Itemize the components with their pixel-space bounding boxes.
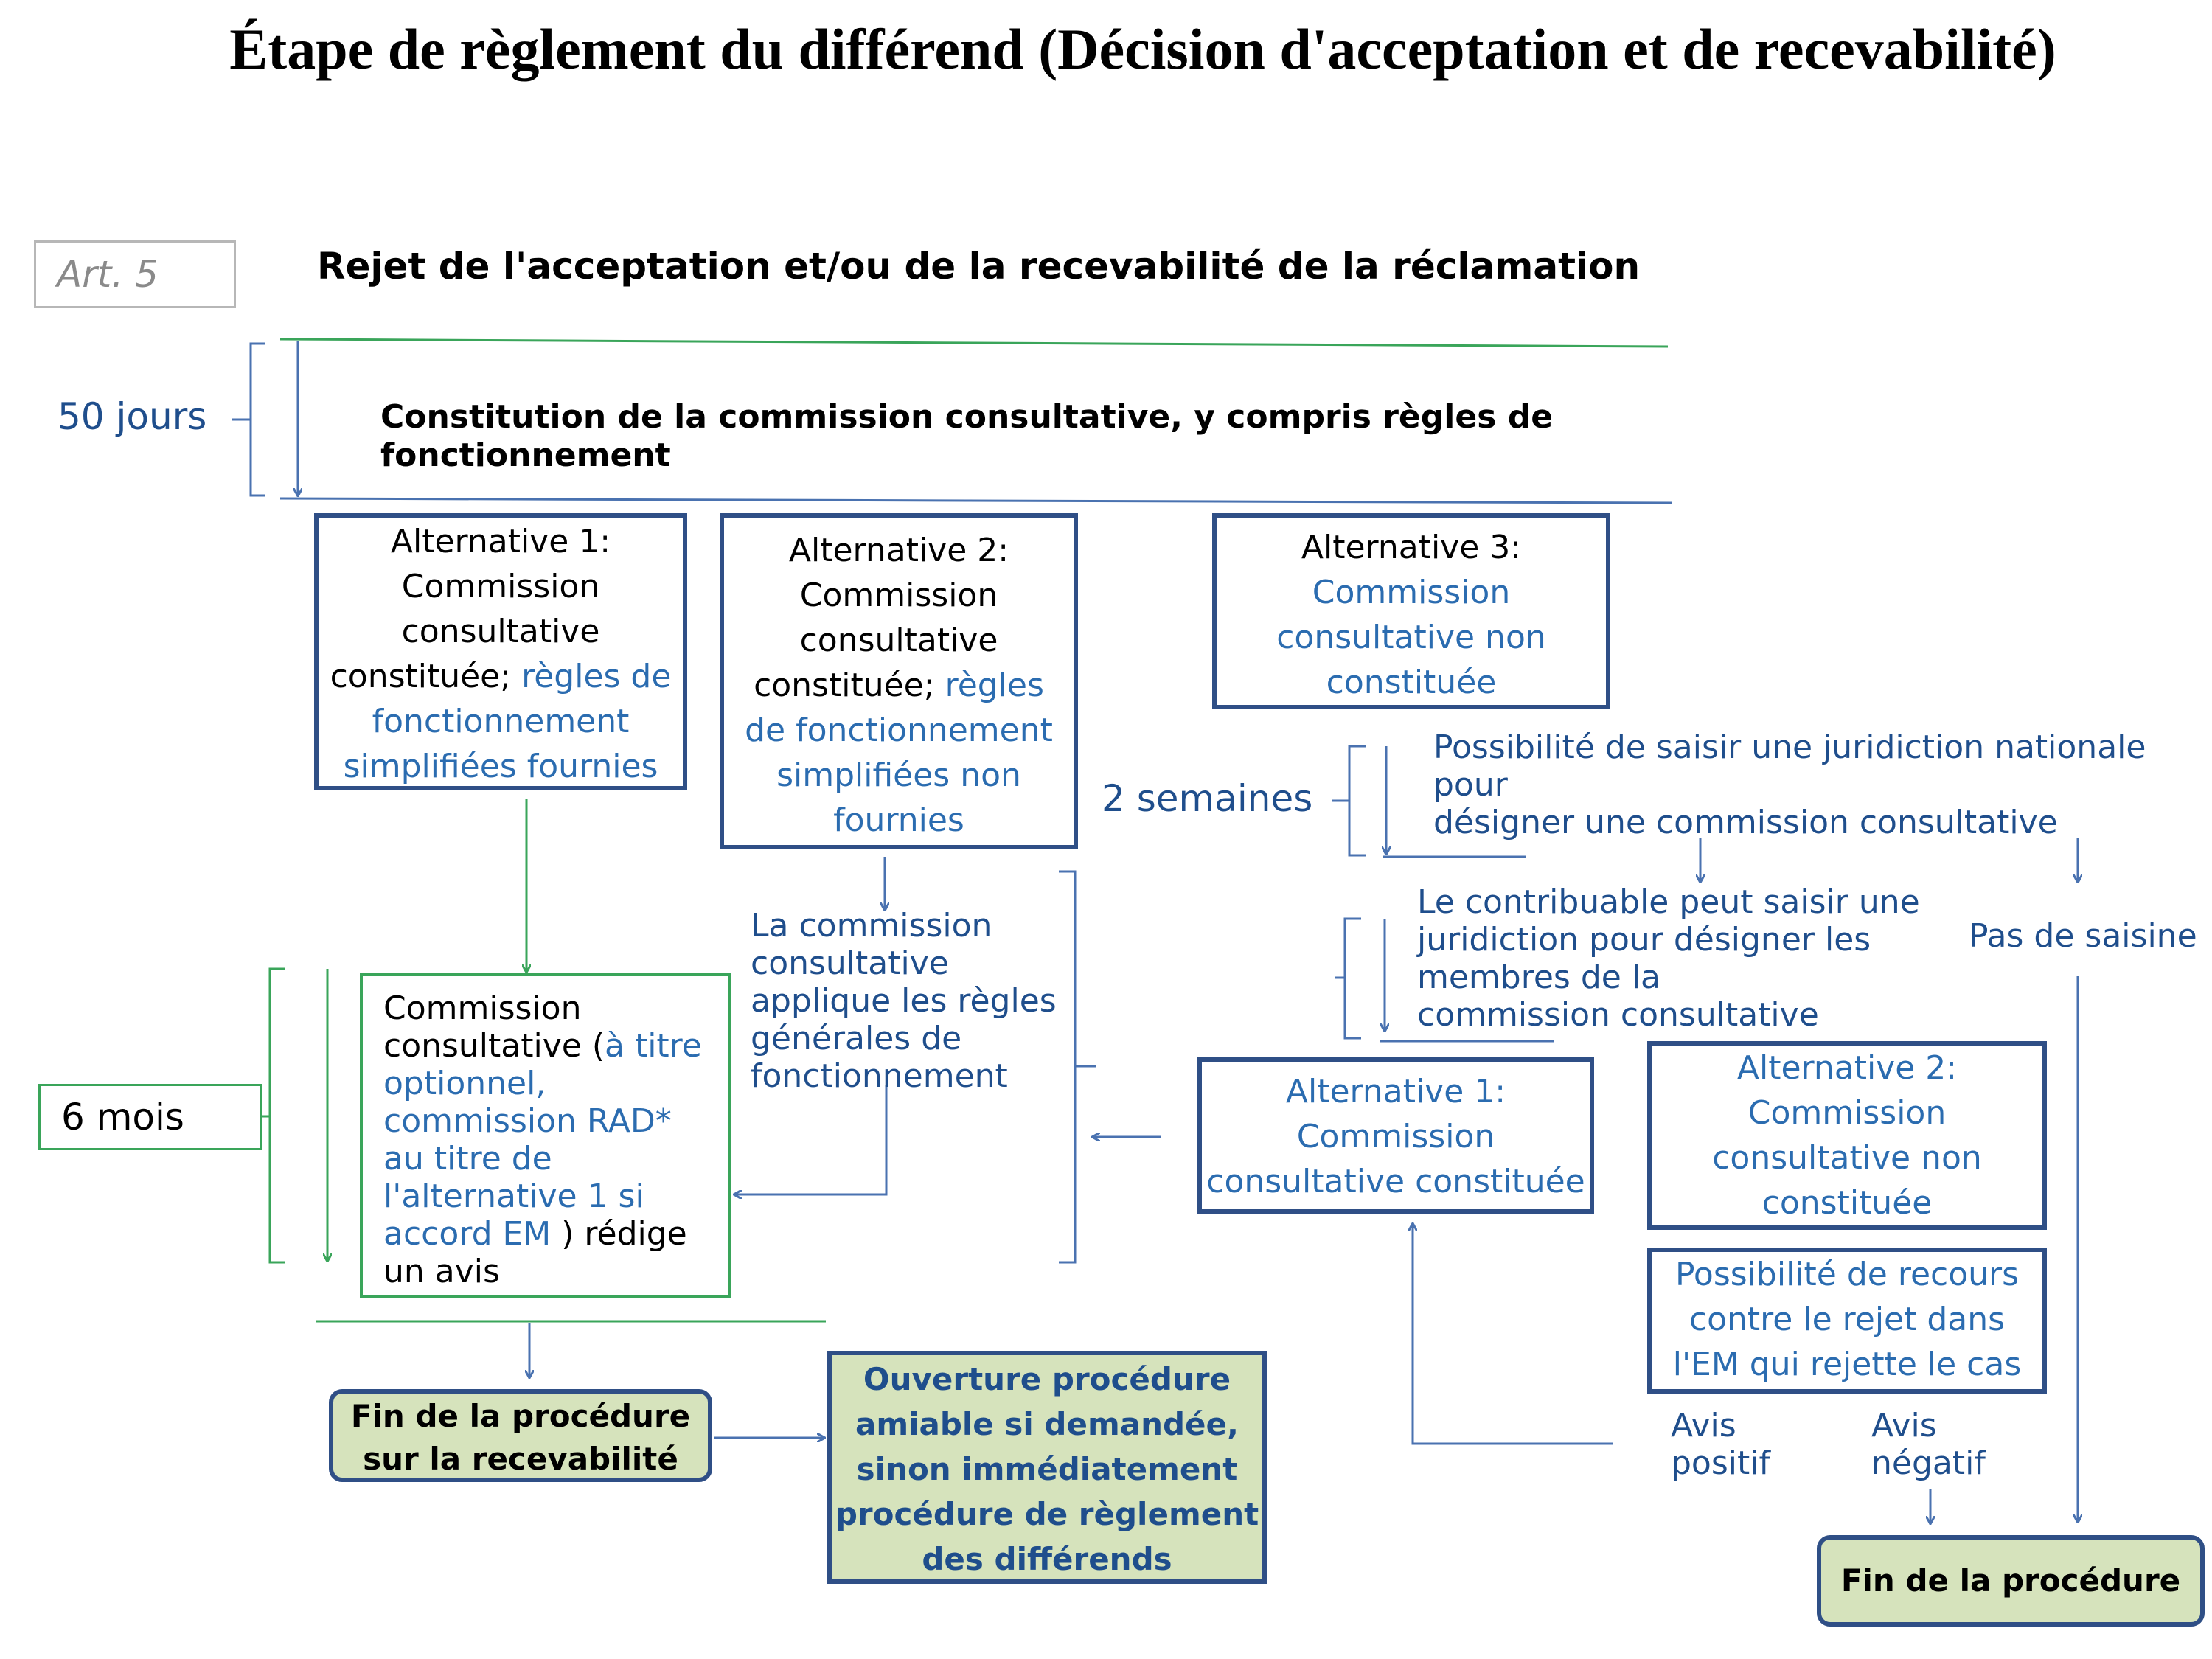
regles-generales-text: La commission consultative applique les …: [751, 907, 1057, 1095]
alt3-line: constituée: [1326, 664, 1497, 701]
avis-line: Commission: [383, 990, 582, 1027]
separator-top: [279, 338, 1669, 348]
ouverture-line: Ouverture procédure: [863, 1361, 1231, 1397]
avis-line: un avis: [383, 1253, 500, 1290]
months6-bracket: [262, 967, 285, 1264]
months6-label: 6 mois: [38, 1084, 262, 1150]
recours-line: Possibilité de recours: [1674, 1256, 2020, 1293]
fin-recevabilite-box: Fin de la procédure sur la recevabilité: [329, 1389, 712, 1482]
regles-line: applique les règles: [751, 982, 1057, 1020]
alt1-line: consultative: [401, 613, 600, 650]
ouverture-line: des différends: [922, 1541, 1172, 1577]
fin-procedure-box: Fin de la procédure: [1817, 1535, 2205, 1627]
saisir-line: Possibilité de saisir une juridiction na…: [1433, 728, 2146, 766]
alt2-box: Alternative 2: Commission consultative c…: [720, 513, 1078, 849]
right-alt1-box: Alternative 1: Commission consultative c…: [1197, 1057, 1594, 1214]
regles-line: fonctionnement: [751, 1057, 1008, 1095]
alt1-box: Alternative 1: Commission consultative c…: [314, 513, 687, 790]
contribuable-line: juridiction pour désigner les: [1417, 921, 1871, 959]
right-alt2-line: consultative non: [1712, 1139, 1982, 1177]
right-bracket: [1059, 870, 1096, 1264]
right-alt2-line: constituée: [1761, 1184, 1933, 1222]
regles-line: consultative: [751, 945, 949, 982]
weeks2-label: 2 semaines: [1102, 777, 1313, 820]
avis-positif-label: Avis positif: [1671, 1407, 1770, 1482]
avis-line: consultative (: [383, 1027, 605, 1065]
fin-recevabilite-line: Fin de la procédure: [350, 1398, 691, 1434]
contribuable-line: commission consultative: [1417, 996, 1819, 1034]
regles-line: générales de: [751, 1020, 962, 1057]
saisir-nationale-text: Possibilité de saisir une juridiction na…: [1433, 728, 2146, 841]
alt2-line: Commission: [799, 577, 998, 614]
subtitle: Rejet de l'acceptation et/ou de la recev…: [317, 245, 1641, 288]
avis-line: à titre: [605, 1027, 702, 1065]
alt3-title: Alternative 3:: [1301, 529, 1522, 566]
right-alt1-line: Commission: [1296, 1118, 1495, 1155]
commission-avis-box: Commission consultative (à titre optionn…: [360, 973, 731, 1298]
alt3-box: Alternative 3: Commission consultative n…: [1212, 513, 1610, 709]
avis-line: ) rédige: [551, 1215, 687, 1253]
contribuable-line: Le contribuable peut saisir une: [1417, 883, 1920, 921]
alt1-title: Alternative 1:: [390, 523, 611, 560]
alt1-line: constituée;: [330, 658, 512, 695]
regles-to-avis-arrow: [734, 1085, 888, 1194]
constitution-text: Constitution de la commission consultati…: [380, 398, 1554, 474]
avis-negatif-label: Avis négatif: [1871, 1407, 1986, 1482]
alt3-line: consultative non: [1276, 619, 1546, 656]
ouverture-line: sinon immédiatement: [856, 1451, 1238, 1487]
fin-recevabilite-line: sur la recevabilité: [363, 1441, 678, 1477]
right-alt1-line: consultative constituée: [1206, 1163, 1585, 1200]
alt1-line: Commission: [401, 568, 600, 605]
alt2-line: constituée;: [754, 667, 935, 704]
days50-bracket: [232, 342, 265, 497]
alt1-line: simplifiées fournies: [343, 748, 658, 785]
contribuable-line: membres de la: [1417, 959, 1660, 996]
avis-line: au titre de: [383, 1140, 552, 1178]
article-label: Art. 5: [34, 240, 236, 308]
avis-line: accord EM: [383, 1215, 552, 1253]
alt2-line: de fonctionnement: [745, 712, 1053, 749]
ouverture-line: amiable si demandée,: [855, 1406, 1239, 1442]
alt2-line: consultative: [799, 622, 998, 659]
alt1-line: fonctionnement: [372, 703, 630, 740]
right-alt2-line: Commission: [1747, 1094, 1947, 1132]
avis-negatif-line: négatif: [1871, 1444, 1986, 1482]
right-alt2-line: Alternative 2:: [1736, 1049, 1958, 1087]
avis-positif-line: Avis: [1671, 1407, 1736, 1444]
recours-line: contre le rejet dans: [1688, 1301, 2006, 1338]
pas-de-saisine: Pas de saisine: [1969, 917, 2197, 955]
days50-label: 50 jours: [58, 395, 207, 438]
alt2-line: règles: [945, 667, 1044, 704]
ouverture-box: Ouverture procédure amiable si demandée,…: [827, 1351, 1267, 1584]
contribuable-text: Le contribuable peut saisir une juridict…: [1417, 883, 1920, 1034]
right-alt2-box: Alternative 2: Commission consultative n…: [1647, 1041, 2047, 1230]
positif-to-alt1-arrow: [1413, 1224, 1613, 1445]
saisir-line: désigner une commission consultative: [1433, 804, 2058, 841]
separator-bottom: [279, 497, 1673, 504]
regles-line: La commission: [751, 907, 992, 945]
contribuable-bracket: [1335, 917, 1361, 1040]
recours-box: Possibilité de recours contre le rejet d…: [1647, 1248, 2047, 1394]
alt2-line: simplifiées non: [776, 757, 1021, 794]
avis-positif-line: positif: [1671, 1444, 1770, 1482]
avis-line: l'alternative 1 si: [383, 1178, 644, 1215]
avis-negatif-line: Avis: [1871, 1407, 1937, 1444]
right-alt1-line: Alternative 1:: [1285, 1073, 1506, 1110]
avis-line: commission RAD*: [383, 1102, 672, 1140]
page-title: Étape de règlement du différend (Décisio…: [229, 17, 2056, 81]
alt1-line: règles de: [521, 658, 672, 695]
saisir-line: pour: [1433, 766, 1508, 804]
alt2-line: fournies: [833, 801, 964, 839]
recours-line: l'EM qui rejette le cas: [1672, 1346, 2022, 1383]
alt2-title: Alternative 2:: [788, 532, 1009, 569]
avis-line: optionnel,: [383, 1065, 546, 1102]
alt3-line: Commission: [1312, 574, 1511, 611]
weeks2-bracket: [1332, 745, 1366, 857]
ouverture-line: procédure de règlement: [835, 1496, 1259, 1532]
